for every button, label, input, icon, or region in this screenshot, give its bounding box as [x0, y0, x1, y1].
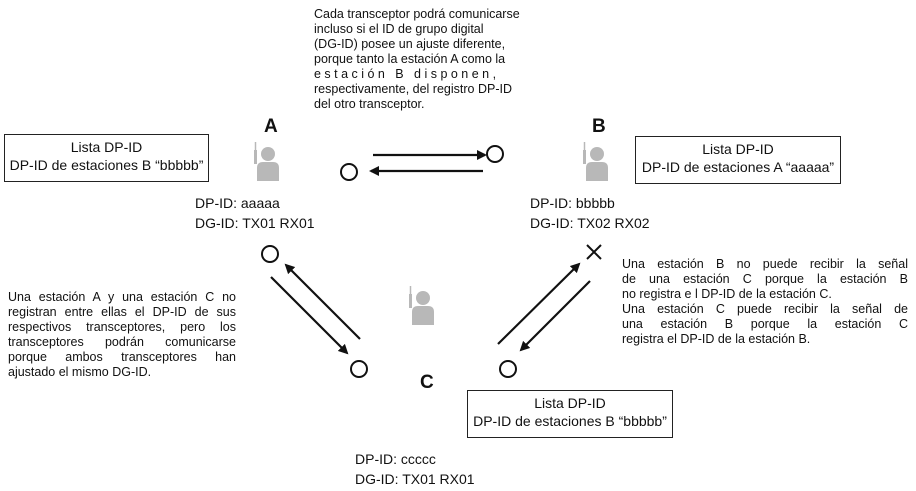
- list-entry: DP-ID de estaciones B “bbbbb”: [9, 157, 204, 173]
- top-note: Cada transceptor podrá comunicarse inclu…: [314, 7, 520, 112]
- right-note-line: no registra e l DP-ID de la estación C.: [622, 287, 832, 301]
- left-note-line: transceptores podrán comunicarse: [8, 335, 236, 349]
- list-entry: DP-ID de estaciones B “bbbbb”: [473, 413, 667, 429]
- station-b-letter: B: [592, 116, 606, 137]
- arrow-b-to-c: [519, 280, 591, 352]
- left-note-line: ajustado el mismo DG-ID.: [8, 365, 152, 379]
- top-note-line: del otro transceptor.: [314, 97, 425, 111]
- arrow-c-to-a: [284, 263, 361, 340]
- arrow-c-to-b: [497, 262, 581, 345]
- right-note: Una estación B no puede recibir la señal…: [622, 257, 908, 347]
- top-note-line: (DG-ID) posee un ajuste diferente,: [314, 37, 506, 51]
- right-note-line: de una estación C porque la estación B: [622, 272, 908, 286]
- station-c-dp-id-list: Lista DP-ID DP-ID de estaciones B “bbbbb…: [467, 390, 673, 438]
- right-note-line: Una estación B no puede recibir la señal: [622, 257, 908, 271]
- station-a-letter: A: [264, 116, 278, 137]
- dp-id-value: DP-ID: ccccc: [355, 451, 436, 467]
- list-entry: DP-ID de estaciones A “aaaaa”: [641, 159, 835, 175]
- dp-id-value: DP-ID: bbbbb: [530, 195, 615, 211]
- arrow-a-to-c: [270, 276, 349, 355]
- top-note-line: porque tanto la estación A como la: [314, 52, 506, 66]
- list-title: Lista DP-ID: [70, 139, 143, 155]
- ok-mark-c-receives-a: [350, 360, 368, 378]
- dp-id-value: DP-ID: aaaaa: [195, 195, 280, 211]
- left-note-line: respectivos transceptores, pero los: [8, 320, 236, 334]
- left-note-line: registran entre ellas el DP-ID de sus: [8, 305, 236, 319]
- left-note-line: Una estación A y una estación C no: [8, 290, 236, 304]
- station-b-ids: DP-ID: bbbbb DG-ID: TX02 RX02: [530, 193, 650, 233]
- left-note: Una estación A y una estación C no regis…: [8, 290, 236, 380]
- ok-mark-a-receives-b: [340, 163, 358, 181]
- list-title: Lista DP-ID: [534, 395, 606, 411]
- station-c-ids: DP-ID: ccccc DG-ID: TX01 RX01: [355, 449, 475, 489]
- right-note-line: una estación B porque la estación C: [622, 317, 908, 331]
- station-a-dp-id-list: Lista DP-ID DP-ID de estaciones B “bbbbb…: [4, 134, 209, 182]
- station-b-dp-id-list: Lista DP-ID DP-ID de estaciones A “aaaaa…: [635, 136, 841, 184]
- station-a-person-icon: [253, 141, 280, 182]
- right-note-line: registra el DP-ID de la estación B.: [622, 332, 811, 346]
- station-c-person-icon: [408, 285, 435, 326]
- right-note-line: Una estación C puede recibir la señal de: [622, 302, 908, 316]
- station-a-ids: DP-ID: aaaaa DG-ID: TX01 RX01: [195, 193, 315, 233]
- blocked-mark-b-receives-c-icon: [586, 244, 602, 260]
- station-c-letter: C: [420, 372, 434, 393]
- ok-mark-c-receives-b: [499, 360, 517, 378]
- top-note-line: Cada transceptor podrá comunicarse: [314, 7, 520, 21]
- top-note-line: respectivamente, del registro DP-ID: [314, 82, 512, 96]
- ok-mark-b-receives-a: [486, 145, 504, 163]
- dg-id-value: DG-ID: TX01 RX01: [355, 471, 475, 487]
- ok-mark-a-receives-c: [261, 245, 279, 263]
- left-note-line: porque ambos transceptores han: [8, 350, 236, 364]
- top-note-line: e s t a c i ó n B d i s p o n e n ,: [314, 67, 497, 81]
- top-note-line: incluso si el ID de grupo digital: [314, 22, 484, 36]
- dg-id-value: DG-ID: TX01 RX01: [195, 215, 315, 231]
- list-title: Lista DP-ID: [702, 141, 774, 157]
- dg-id-value: DG-ID: TX02 RX02: [530, 215, 650, 231]
- station-b-person-icon: [582, 141, 609, 182]
